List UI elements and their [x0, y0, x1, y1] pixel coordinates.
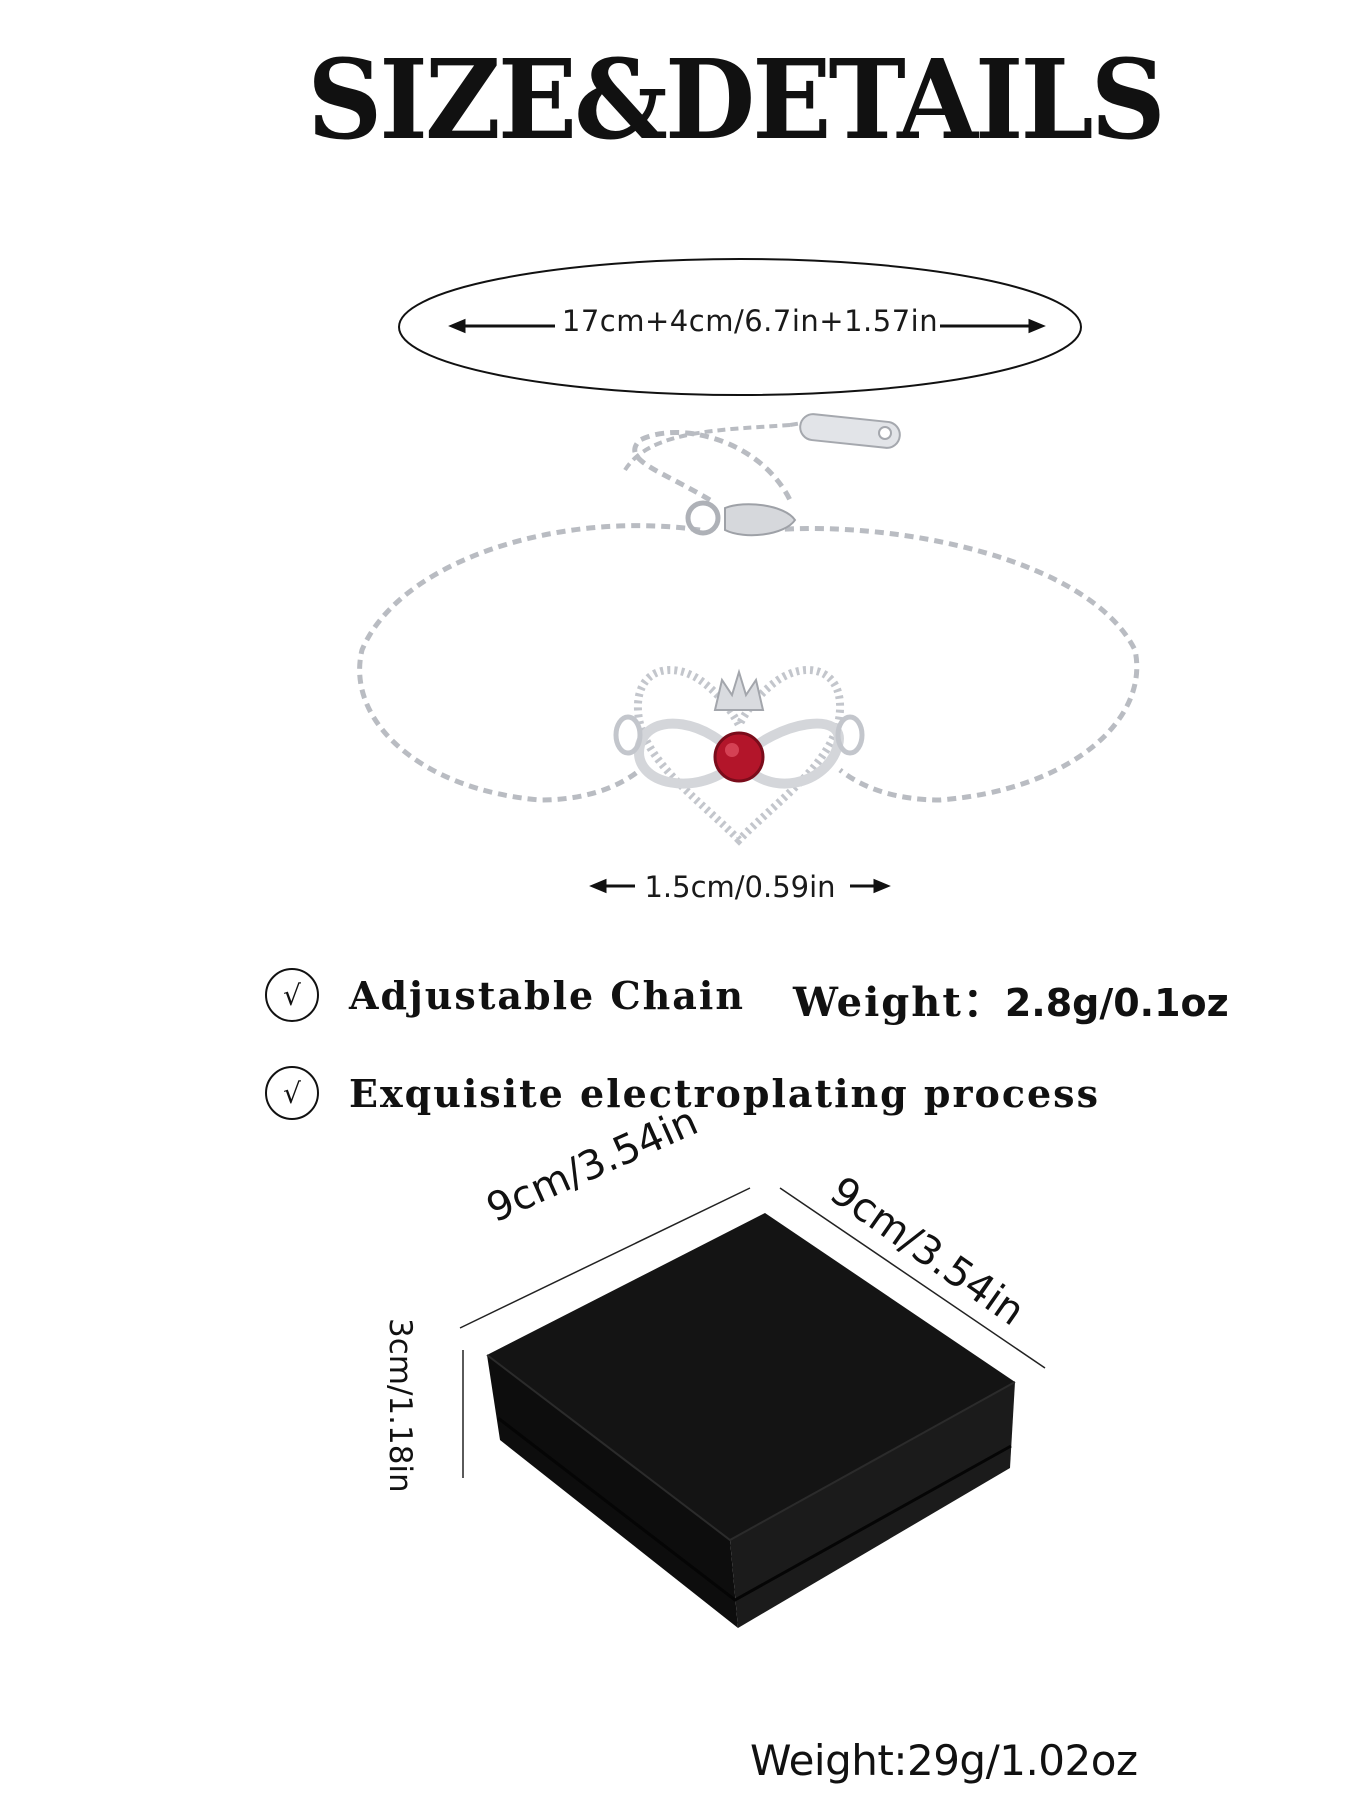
check-icon: √ [265, 968, 319, 1022]
jewelry-box [486, 1213, 1016, 1628]
chain-size-ellipse [398, 258, 1082, 396]
clasp-ring [685, 500, 721, 536]
feature-adjustable-chain: √ Adjustable Chain [265, 968, 745, 1022]
lobster-clasp [724, 503, 797, 537]
weight-value: 2.8g/0.1oz [1004, 981, 1229, 1025]
feature-label: Adjustable Chain [349, 972, 745, 1018]
pendant-size-label: 1.5cm/0.59in [644, 870, 836, 904]
box-weight-label: Weight:29g/1.02oz [750, 1736, 1138, 1785]
red-gemstone [713, 731, 765, 783]
weight-label: Weight： [793, 979, 1005, 1026]
page-title: SIZE&DETAILS [307, 34, 1166, 165]
extender-chain [623, 418, 821, 472]
feature-label: Exquisite electroplating process [349, 1070, 1100, 1116]
chain-size-arrows [448, 318, 1046, 334]
bracelet-chain [357, 430, 1140, 803]
pendant-weight: Weight：2.8g/0.1oz [793, 970, 1229, 1028]
feature-electroplating: √ Exquisite electroplating process [265, 1066, 1100, 1120]
check-icon: √ [265, 1066, 319, 1120]
heart-infinity-pendant [613, 666, 865, 846]
chain-size-label: 17cm+4cm/6.7in+1.57in [561, 304, 939, 338]
extender-tag [799, 413, 901, 449]
pendant-size-arrows [589, 878, 891, 894]
box-dimension-lines [459, 1187, 1046, 1478]
box-height-label: 3cm/1.18in [382, 1318, 418, 1493]
